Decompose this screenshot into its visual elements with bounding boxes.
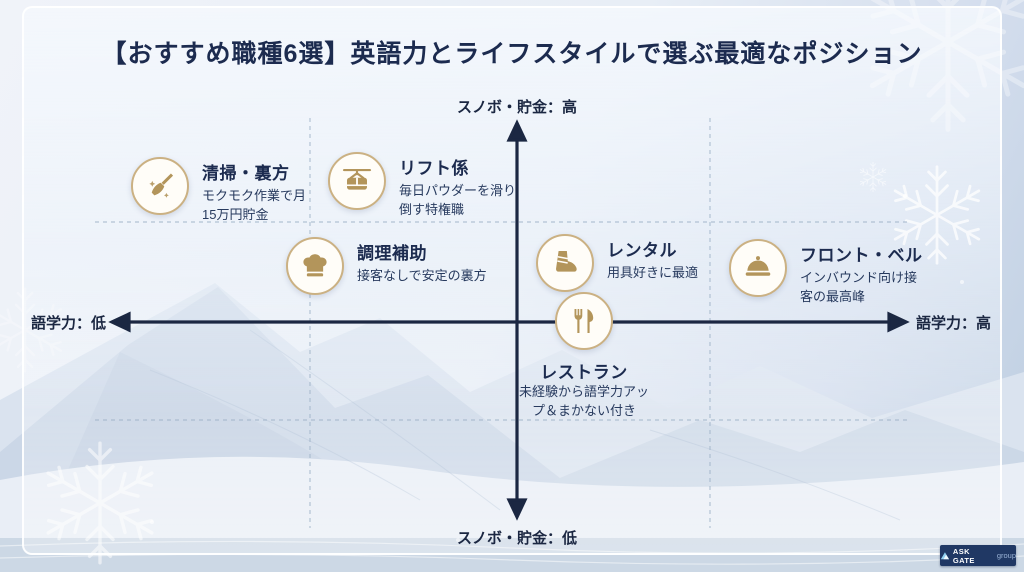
fork-knife-icon (555, 292, 613, 350)
bell-icon (729, 239, 787, 297)
logo-suffix-text: group (996, 551, 1016, 560)
job-item-cleaning: 清掃・裏方 モクモク作業で月15万円貯金 (131, 157, 314, 225)
job-description: 未経験から語学力アップ＆まかない付き (518, 384, 649, 418)
job-description: インバウンド向け接客の最高峰 (800, 270, 918, 304)
chef-hat-icon (286, 237, 344, 295)
axis-label-right: 語学力：高 (916, 315, 992, 332)
axis-label-bottom: スノボ・貯金：低 (456, 530, 577, 547)
job-title: リフト係 (399, 159, 469, 178)
job-title: レンタル (607, 241, 677, 260)
content-card (22, 6, 1002, 555)
gondola-icon (328, 152, 386, 210)
job-item-restaurant: レストラン 未経験から語学力アップ＆まかない付き (494, 292, 674, 421)
page-title: 【おすすめ職種6選】英語力とライフスタイルで選ぶ最適なポジション (101, 40, 923, 68)
job-item-kitchen: 調理補助 接客なしで安定の裏方 (286, 237, 487, 295)
job-description: 毎日パウダーを滑り倒す特権職 (399, 183, 517, 217)
brand-logo: ASK GATE group (940, 545, 1016, 566)
broom-icon (131, 157, 189, 215)
logo-brand-text: ASK GATE (952, 546, 975, 565)
job-description: 接客なしで安定の裏方 (357, 268, 487, 283)
axis-label-top: スノボ・貯金：高 (456, 99, 577, 116)
job-title: 清掃・裏方 (202, 164, 290, 183)
job-item-lift: リフト係 毎日パウダーを滑り倒す特権職 (328, 152, 517, 220)
job-title: 調理補助 (357, 244, 427, 263)
job-title: フロント・ベル (800, 246, 923, 265)
job-description: モクモク作業で月15万円貯金 (202, 188, 307, 222)
job-item-rental: レンタル 用具好きに最適 (536, 234, 698, 292)
job-item-front-bell: フロント・ベル インバウンド向け接客の最高峰 (729, 239, 923, 307)
job-title: レストラン (540, 363, 628, 382)
job-description: 用具好きに最適 (607, 265, 699, 280)
boot-icon (536, 234, 594, 292)
axis-label-left: 語学力：低 (30, 315, 106, 332)
mountain-logo-icon (940, 552, 950, 560)
